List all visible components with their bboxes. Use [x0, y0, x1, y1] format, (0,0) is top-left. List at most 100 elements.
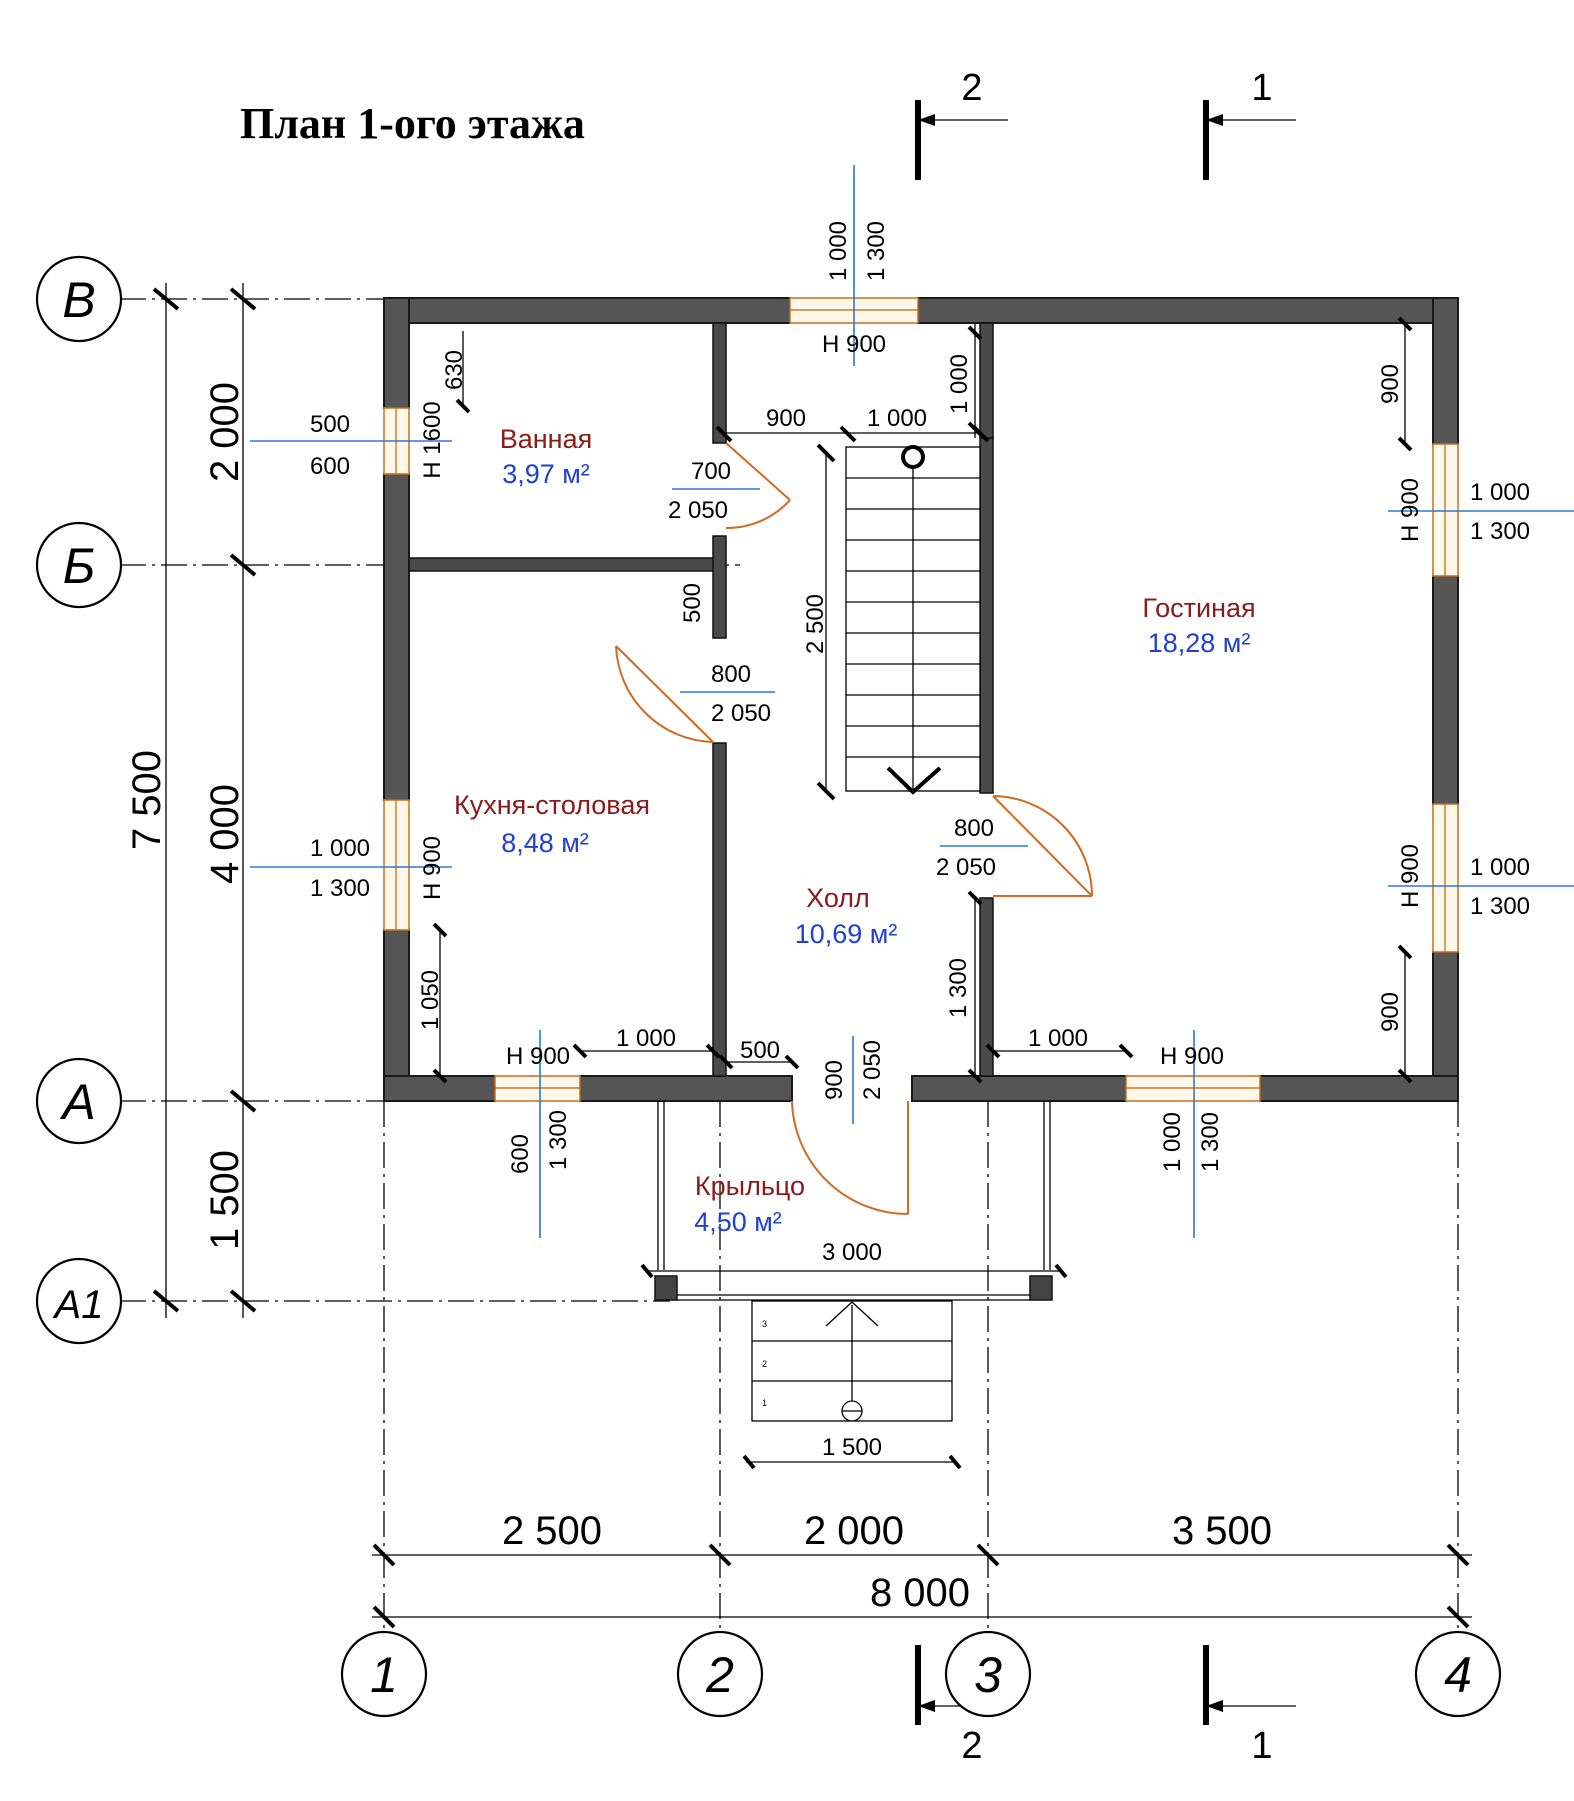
door-kitchen-800: 800 — [711, 661, 751, 688]
dim-left-2000: 2 000 — [203, 382, 247, 482]
dim-hall-1000: 1 000 — [867, 405, 927, 432]
dim-kb-1000: 1 000 — [616, 1025, 676, 1052]
door-bath-700: 700 — [691, 458, 731, 485]
dim-bottom-2500: 2 500 — [502, 1509, 602, 1553]
step-1: 1 — [762, 1398, 767, 1408]
dim-living-bottom-900: 900 — [1377, 992, 1404, 1032]
win-kb-1300: 1 300 — [545, 1110, 572, 1170]
win-kb-h900: Н 900 — [506, 1043, 570, 1070]
axis-label-4: 4 — [1444, 1647, 1472, 1703]
win-top-1000: 1 000 — [825, 221, 852, 281]
door-living-2050: 2 050 — [936, 854, 996, 881]
door-bath — [725, 442, 791, 530]
win-kitchen-h900: Н 900 — [419, 836, 446, 900]
section-1-bottom-label: 1 — [1251, 1725, 1272, 1767]
door-kitchen — [615, 645, 714, 743]
dim-left-4000: 4 000 — [203, 784, 247, 884]
dim-left-total: 7 500 — [125, 750, 169, 850]
room-name-living: Гостиная — [1142, 593, 1255, 623]
door-living — [992, 795, 1093, 897]
doors — [615, 442, 1093, 1215]
win-living1-1300: 1 300 — [1470, 518, 1530, 545]
door-living-800: 800 — [954, 815, 994, 842]
bottom-dimension-lines — [372, 1543, 1472, 1629]
porch — [640, 1101, 1068, 1301]
step-2: 2 — [762, 1359, 767, 1369]
section-1-top-label: 1 — [1251, 67, 1272, 109]
dim-bottom-3500: 3 500 — [1172, 1509, 1272, 1553]
axis-bubble-3: 3 — [944, 1630, 1032, 1718]
axis-bubble-v: В — [35, 255, 123, 343]
dim-left-1500: 1 500 — [203, 1150, 247, 1250]
win-living2-1000: 1 000 — [1470, 854, 1530, 881]
win-living2-h900: Н 900 — [1397, 844, 1424, 908]
axis-label-v: В — [62, 272, 95, 328]
section-2-top-label: 2 — [961, 67, 982, 109]
axis-bubble-1: 1 — [340, 1630, 428, 1718]
axis-bubble-b: Б — [35, 521, 123, 609]
win-kb-600: 600 — [507, 1134, 534, 1174]
section-mark-2-top: 2 — [915, 67, 1008, 180]
dim-lb-1000: 1 000 — [1028, 1025, 1088, 1052]
window-living-right-top — [1432, 443, 1459, 577]
dim-hall-900: 900 — [766, 405, 806, 432]
interior-partitions — [408, 322, 994, 1077]
opening-marks — [250, 165, 1574, 1238]
dim-hall-1300: 1 300 — [945, 958, 972, 1018]
win-lb-1000: 1 000 — [1159, 1112, 1186, 1172]
room-name-kitchen: Кухня-столовая — [454, 790, 650, 820]
window-kitchen-bottom — [494, 1075, 581, 1102]
win-bath-600: 600 — [310, 453, 350, 480]
axis-bubble-a1: А1 — [35, 1257, 123, 1345]
section-mark-1-bottom: 1 — [1203, 1645, 1296, 1767]
win-top-h900: Н 900 — [822, 331, 886, 358]
window-living-bottom — [1125, 1075, 1261, 1102]
axis-gridlines — [120, 298, 1459, 1660]
axis-bubble-2: 2 — [676, 1630, 764, 1718]
room-area-hall: 10,69 м² — [795, 919, 898, 949]
axis-label-1: 1 — [370, 1647, 398, 1703]
win-living1-1000: 1 000 — [1470, 479, 1530, 506]
win-kitchen-1000: 1 000 — [310, 835, 370, 862]
axis-bubble-a: А — [35, 1057, 123, 1145]
axis-label-a1: А1 — [53, 1283, 104, 1327]
door-entrance-900: 900 — [821, 1060, 848, 1100]
room-area-bath: 3,97 м² — [502, 459, 590, 489]
win-living1-h900: Н 900 — [1397, 478, 1424, 542]
room-area-porch: 4,50 м² — [694, 1207, 782, 1237]
win-bath-500: 500 — [310, 411, 350, 438]
dim-bath-630: 630 — [441, 350, 468, 390]
win-living2-1300: 1 300 — [1470, 893, 1530, 920]
dim-steps-1500: 1 500 — [822, 1434, 882, 1461]
win-lb-1300: 1 300 — [1197, 1112, 1224, 1172]
room-name-porch: Крыльцо — [695, 1171, 805, 1201]
win-top-1300: 1 300 — [863, 221, 890, 281]
win-kitchen-1300: 1 300 — [310, 875, 370, 902]
window-kitchen-left — [383, 799, 410, 931]
dim-partition-500: 500 — [679, 583, 706, 623]
door-bath-2050: 2 050 — [668, 497, 728, 524]
room-name-hall: Холл — [806, 883, 870, 913]
step-3: 3 — [762, 1319, 767, 1329]
plan-title: План 1-ого этажа — [240, 99, 585, 148]
axis-label-3: 3 — [974, 1647, 1002, 1703]
section-mark-1-top: 1 — [1203, 67, 1296, 180]
dim-bottom-2000: 2 000 — [804, 1509, 904, 1553]
dim-stair-2500: 2 500 — [802, 594, 829, 654]
door-entrance — [791, 1100, 909, 1215]
axis-label-2: 2 — [705, 1647, 734, 1703]
win-lb-h900: Н 900 — [1160, 1043, 1224, 1070]
room-area-living: 18,28 м² — [1148, 628, 1251, 658]
door-entrance-2050: 2 050 — [859, 1040, 886, 1100]
porch-steps: 3 2 1 — [742, 1300, 962, 1470]
room-area-kitchen: 8,48 м² — [501, 828, 589, 858]
win-bath-h1600: Н 1600 — [419, 401, 446, 478]
section-2-bottom-label: 2 — [961, 1725, 982, 1767]
section-mark-2-bottom: 2 — [915, 1645, 1008, 1767]
axis-label-a: А — [59, 1074, 95, 1130]
room-name-bath: Ванная — [500, 424, 592, 454]
window-living-right-bottom — [1432, 803, 1459, 953]
left-dimension-lines — [152, 283, 257, 1318]
axis-bubble-4: 4 — [1414, 1630, 1502, 1718]
